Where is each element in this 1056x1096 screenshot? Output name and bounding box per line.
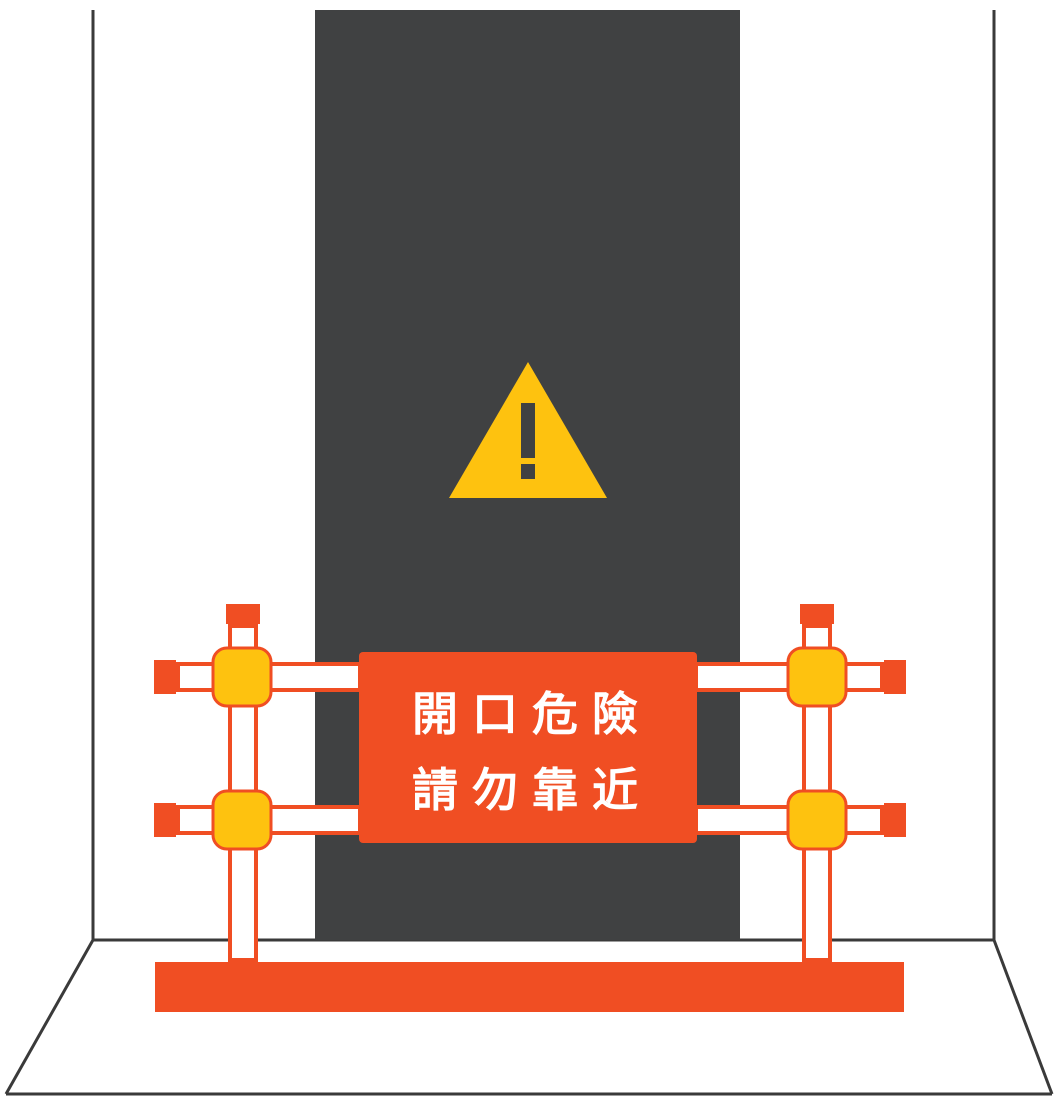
sign-line-1: 開口危險	[412, 687, 652, 741]
floor-right-line	[992, 939, 1054, 1095]
right-upper-connector	[786, 646, 848, 708]
left-lower-connector	[211, 789, 273, 851]
sign-line-2: 請勿靠近	[412, 763, 652, 817]
danger-sign: 開口危險 請勿靠近	[359, 652, 697, 843]
left-post-cap	[226, 604, 260, 624]
floor-left-line	[4, 939, 95, 1095]
right-lower-connector	[786, 789, 848, 851]
left-upper-connector	[211, 646, 273, 708]
left-upper-rail-cap	[154, 660, 176, 694]
right-lower-rail-cap	[884, 803, 906, 837]
right-post-cap	[800, 604, 834, 624]
right-barrier-post	[694, 604, 906, 962]
barrier-base-bar	[155, 962, 904, 1012]
right-upper-rail-cap	[884, 660, 906, 694]
left-lower-rail-cap	[154, 803, 176, 837]
warning-triangle-icon	[449, 362, 607, 498]
danger-sign-panel	[359, 652, 697, 843]
